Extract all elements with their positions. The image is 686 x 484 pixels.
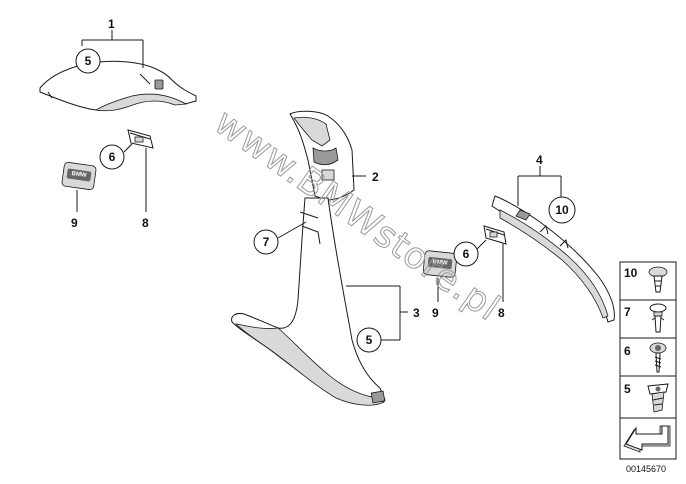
svg-text:10: 10 — [555, 203, 569, 217]
svg-text:6: 6 — [109, 150, 116, 164]
legend-item-10: 10 — [624, 266, 668, 293]
svg-text:5: 5 — [85, 54, 92, 68]
svg-text:6: 6 — [624, 344, 631, 358]
svg-text:10: 10 — [624, 266, 638, 280]
callout-9a: 9 — [71, 216, 78, 230]
callout-1-leader — [81, 30, 144, 68]
part-4-c-pillar-trim — [491, 195, 615, 323]
arrow-icon — [623, 425, 671, 453]
callout-6a: 6 — [99, 144, 125, 170]
callout-8b: 8 — [498, 306, 505, 320]
svg-text:BMW: BMW — [432, 259, 448, 267]
part-8-bracket-right — [475, 225, 507, 302]
push-clip-icon — [649, 303, 667, 333]
callout-2: 2 — [372, 170, 379, 184]
watermark: www.BMWstore.pl — [207, 102, 508, 330]
callout-7: 7 — [253, 221, 307, 255]
legend-item-5: 5 — [624, 382, 669, 413]
legend-item-arrow — [623, 425, 671, 453]
callout-3-leader — [346, 285, 408, 341]
legend-item-7: 7 — [624, 303, 667, 333]
catalog-number: 00145670 — [626, 464, 666, 474]
callout-9b: 9 — [432, 306, 439, 320]
part-1-upper-trim — [39, 60, 197, 112]
part-3-b-pillar-lower — [231, 197, 386, 406]
expanding-rivet-icon — [648, 266, 668, 293]
legend-item-6: 6 — [624, 342, 667, 373]
svg-text:5: 5 — [366, 333, 373, 347]
part-2-b-pillar-upper — [289, 110, 366, 201]
callout-5a: 5 — [75, 48, 101, 74]
callout-10: 10 — [548, 196, 576, 224]
svg-text:5: 5 — [624, 382, 631, 396]
svg-text:BMW: BMW — [71, 171, 87, 179]
svg-text:7: 7 — [263, 235, 270, 249]
callout-5b: 5 — [356, 327, 382, 353]
screw-icon — [649, 342, 667, 373]
part-9-badge-right: BMW — [422, 250, 458, 302]
callout-1: 1 — [108, 17, 115, 31]
svg-text:6: 6 — [463, 247, 470, 261]
callout-6b: 6 — [453, 241, 479, 267]
svg-text:7: 7 — [624, 305, 631, 319]
part-8-bracket-left — [123, 129, 154, 212]
clip-nut-icon — [647, 383, 669, 413]
fastener-legend: 10 7 6 — [619, 261, 677, 460]
callout-3: 3 — [413, 306, 420, 320]
part-9-badge-left: BMW — [61, 162, 97, 212]
callout-8a: 8 — [142, 216, 149, 230]
callout-4-leader — [517, 166, 562, 206]
callout-4: 4 — [536, 153, 543, 167]
